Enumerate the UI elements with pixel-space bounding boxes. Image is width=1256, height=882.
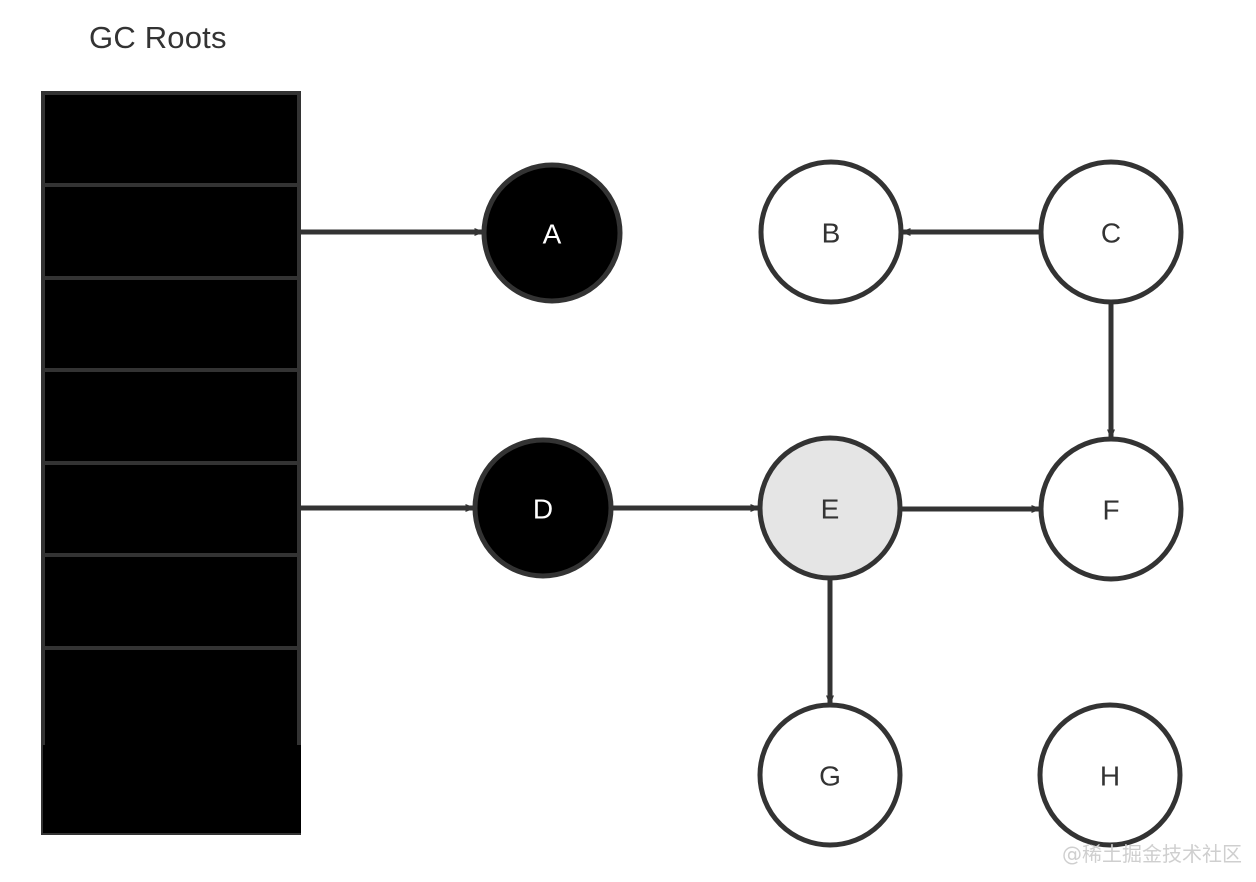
node-B-label: B <box>822 218 841 249</box>
gc-roots-table[interactable] <box>41 91 301 835</box>
edges-group <box>300 228 1115 706</box>
node-C[interactable]: C <box>1038 159 1184 305</box>
node-B[interactable]: B <box>758 159 904 305</box>
page-title: GC Roots <box>89 20 227 55</box>
node-D-label: D <box>533 494 553 525</box>
node-H-label: H <box>1100 761 1120 792</box>
gc-roots-table-last-row-overlay <box>43 745 301 833</box>
node-C-label: C <box>1101 218 1121 249</box>
node-G[interactable]: G <box>757 702 903 848</box>
watermark-text: @稀土掘金技术社区 <box>1062 842 1242 866</box>
node-D-circle[interactable] <box>472 437 614 579</box>
node-F-label: F <box>1102 495 1119 526</box>
node-B-circle[interactable] <box>758 159 904 305</box>
node-F-circle[interactable] <box>1038 436 1184 582</box>
node-G-label: G <box>819 761 841 792</box>
node-H[interactable]: H <box>1037 702 1183 848</box>
node-H-circle[interactable] <box>1037 702 1183 848</box>
node-C-circle[interactable] <box>1038 159 1184 305</box>
gc-roots-table-dividers <box>43 183 299 650</box>
node-E-label: E <box>821 494 840 525</box>
node-E[interactable]: E <box>757 435 903 581</box>
nodes-group: A B C D E F G H <box>472 159 1184 848</box>
node-G-circle[interactable] <box>757 702 903 848</box>
node-A-circle[interactable] <box>481 162 623 304</box>
node-A-label: A <box>543 219 562 250</box>
node-D[interactable]: D <box>472 437 614 579</box>
node-E-circle[interactable] <box>757 435 903 581</box>
node-A[interactable]: A <box>481 162 623 304</box>
node-F[interactable]: F <box>1038 436 1184 582</box>
